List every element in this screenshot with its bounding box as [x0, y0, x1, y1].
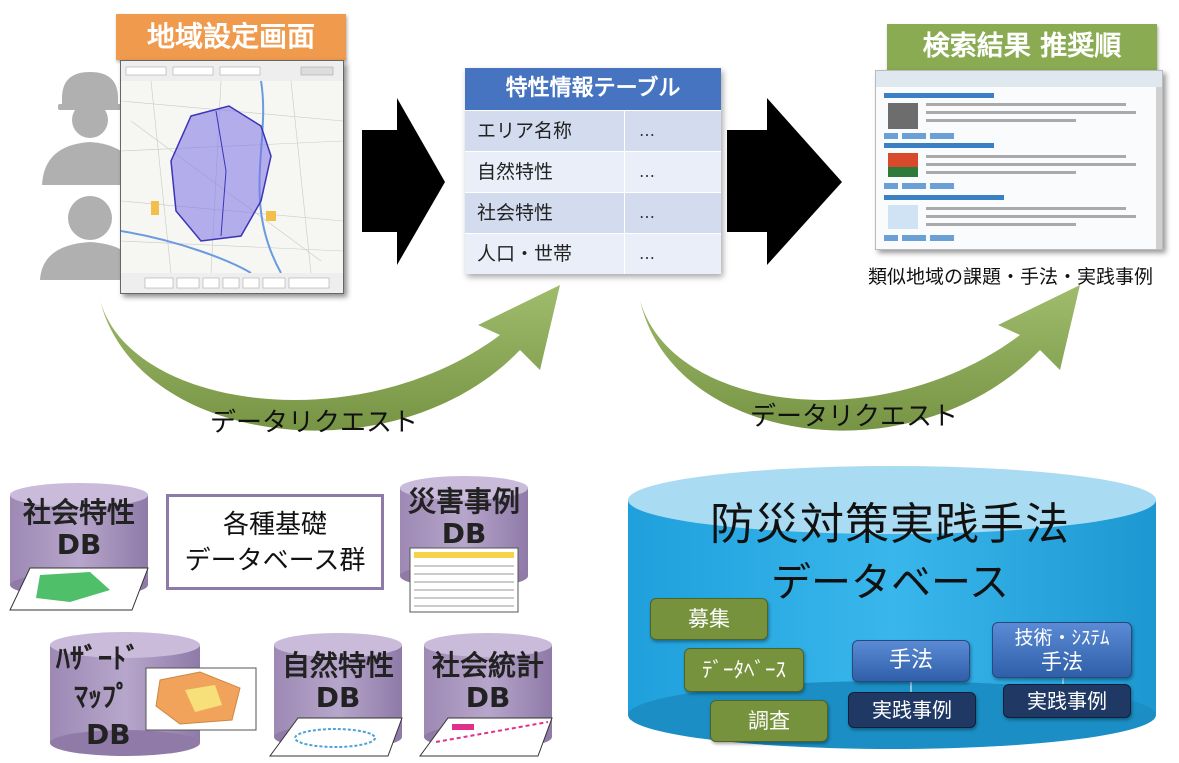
- hazard-map-db-label: ﾊｻﾞｰﾄﾞ ﾏｯﾌﾟ DB: [50, 640, 152, 754]
- db-label-line: DB: [315, 681, 361, 714]
- search-results-screenshot: [875, 70, 1163, 250]
- region-map-screenshot: [120, 60, 344, 294]
- social-char-db-label: 社会特性 DB: [10, 497, 148, 561]
- curved-arrow-right: [640, 285, 1080, 431]
- table-row: エリア名称 …: [465, 110, 721, 151]
- row-value: …: [639, 203, 655, 222]
- disaster-cases-db-label: 災害事例 DB: [400, 486, 528, 550]
- search-results-title: 検索結果 推奨順: [887, 24, 1157, 70]
- db-label-line: ﾊｻﾞｰﾄﾞ: [56, 642, 141, 675]
- arrow-right-1: [362, 98, 445, 265]
- disaster-doc-thumb: [409, 547, 519, 613]
- practice-db-title: 防災対策実践手法: [710, 499, 1070, 550]
- natural-char-map-thumb: [269, 717, 403, 757]
- tech-system-method-box: 技術・ｼｽﾃﾑ 手法: [992, 622, 1132, 678]
- practice-case-box-2: 実践事例: [1003, 684, 1131, 718]
- practice-db-subtitle: データベース: [771, 560, 1009, 606]
- db-label-line: DB: [465, 681, 511, 714]
- curved-arrow-left: [100, 285, 560, 431]
- db-label-line: 社会統計: [431, 649, 544, 682]
- db-label-line: 社会特性: [22, 496, 135, 529]
- group-label-line2: データベース群: [184, 546, 366, 576]
- db-label-line: 災害事例: [407, 485, 520, 518]
- table-header: 特性情報テーブル: [465, 68, 721, 110]
- user-icon-2: [40, 196, 140, 280]
- row-value: …: [639, 162, 655, 181]
- social-stats-db-label: 社会統計 DB: [424, 650, 552, 714]
- db-label-line: DB: [86, 718, 131, 751]
- natural-char-db-label: 自然特性 DB: [274, 650, 402, 714]
- survey-box: 調査: [710, 700, 828, 742]
- row-value: …: [639, 121, 655, 140]
- search-results-caption: 類似地域の課題・手法・実践事例: [868, 266, 1154, 288]
- practice-case-box-1: 実践事例: [848, 692, 976, 728]
- table-row: 人口・世帯 …: [465, 233, 721, 274]
- arrow-right-2: [727, 98, 842, 265]
- tech-line1: 技術・ｼｽﾃﾑ: [1014, 627, 1110, 649]
- group-label-line1: 各種基礎: [222, 510, 327, 540]
- db-label-line: DB: [441, 517, 487, 550]
- row-name: エリア名称: [465, 111, 625, 151]
- property-info-table: 特性情報テーブル エリア名称 … 自然特性 … 社会特性 … 人口・世帯 …: [465, 68, 721, 274]
- data-request-label-right: データリクエスト: [750, 402, 959, 432]
- db-label-line: DB: [56, 528, 102, 561]
- method-box: 手法: [852, 640, 970, 682]
- recruit-box: 募集: [650, 598, 768, 640]
- row-name: 自然特性: [465, 152, 625, 192]
- region-screen-title: 地域設定画面: [116, 14, 346, 60]
- row-name: 人口・世帯: [465, 234, 625, 274]
- db-label-line: 自然特性: [281, 649, 394, 682]
- basic-db-group-label: 各種基礎 データベース群: [166, 494, 384, 590]
- database-box: ﾃﾞｰﾀﾍﾞｰｽ: [684, 648, 804, 692]
- row-value: …: [639, 244, 655, 263]
- user-icon-1: [42, 72, 138, 185]
- row-name: 社会特性: [465, 193, 625, 233]
- table-row: 社会特性 …: [465, 192, 721, 233]
- db-label-line: ﾏｯﾌﾟ: [74, 680, 131, 713]
- data-request-label-left: データリクエスト: [210, 408, 419, 438]
- table-row: 自然特性 …: [465, 151, 721, 192]
- tech-line2: 手法: [1041, 650, 1083, 674]
